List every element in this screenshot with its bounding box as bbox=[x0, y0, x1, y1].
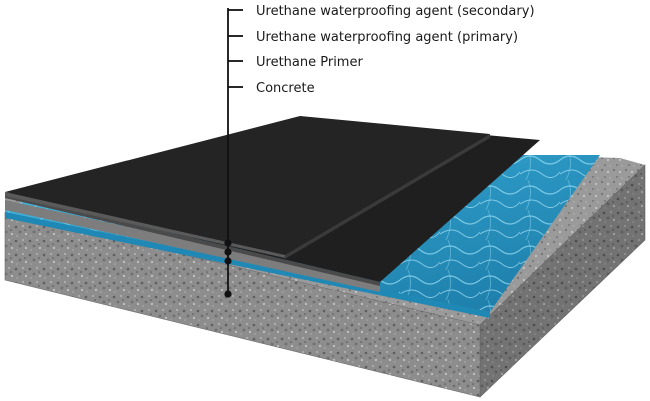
primary-layer-edge bbox=[5, 200, 380, 292]
dot-secondary bbox=[224, 239, 232, 247]
secondary-membrane bbox=[5, 116, 490, 255]
label-urethane-primer: Urethane Primer bbox=[256, 55, 363, 70]
concrete-right-face bbox=[479, 164, 646, 398]
leader-dots bbox=[224, 239, 232, 298]
label-primary-agent: Urethane waterproofing agent (primary) bbox=[256, 30, 518, 45]
dot-primer bbox=[224, 257, 232, 265]
dot-concrete bbox=[224, 290, 232, 298]
label-concrete: Concrete bbox=[256, 81, 315, 96]
dot-primary bbox=[224, 248, 232, 256]
leader-ticks bbox=[228, 9, 243, 88]
primer-front-edge bbox=[5, 212, 490, 318]
label-secondary-agent: Urethane waterproofing agent (secondary) bbox=[256, 4, 535, 19]
